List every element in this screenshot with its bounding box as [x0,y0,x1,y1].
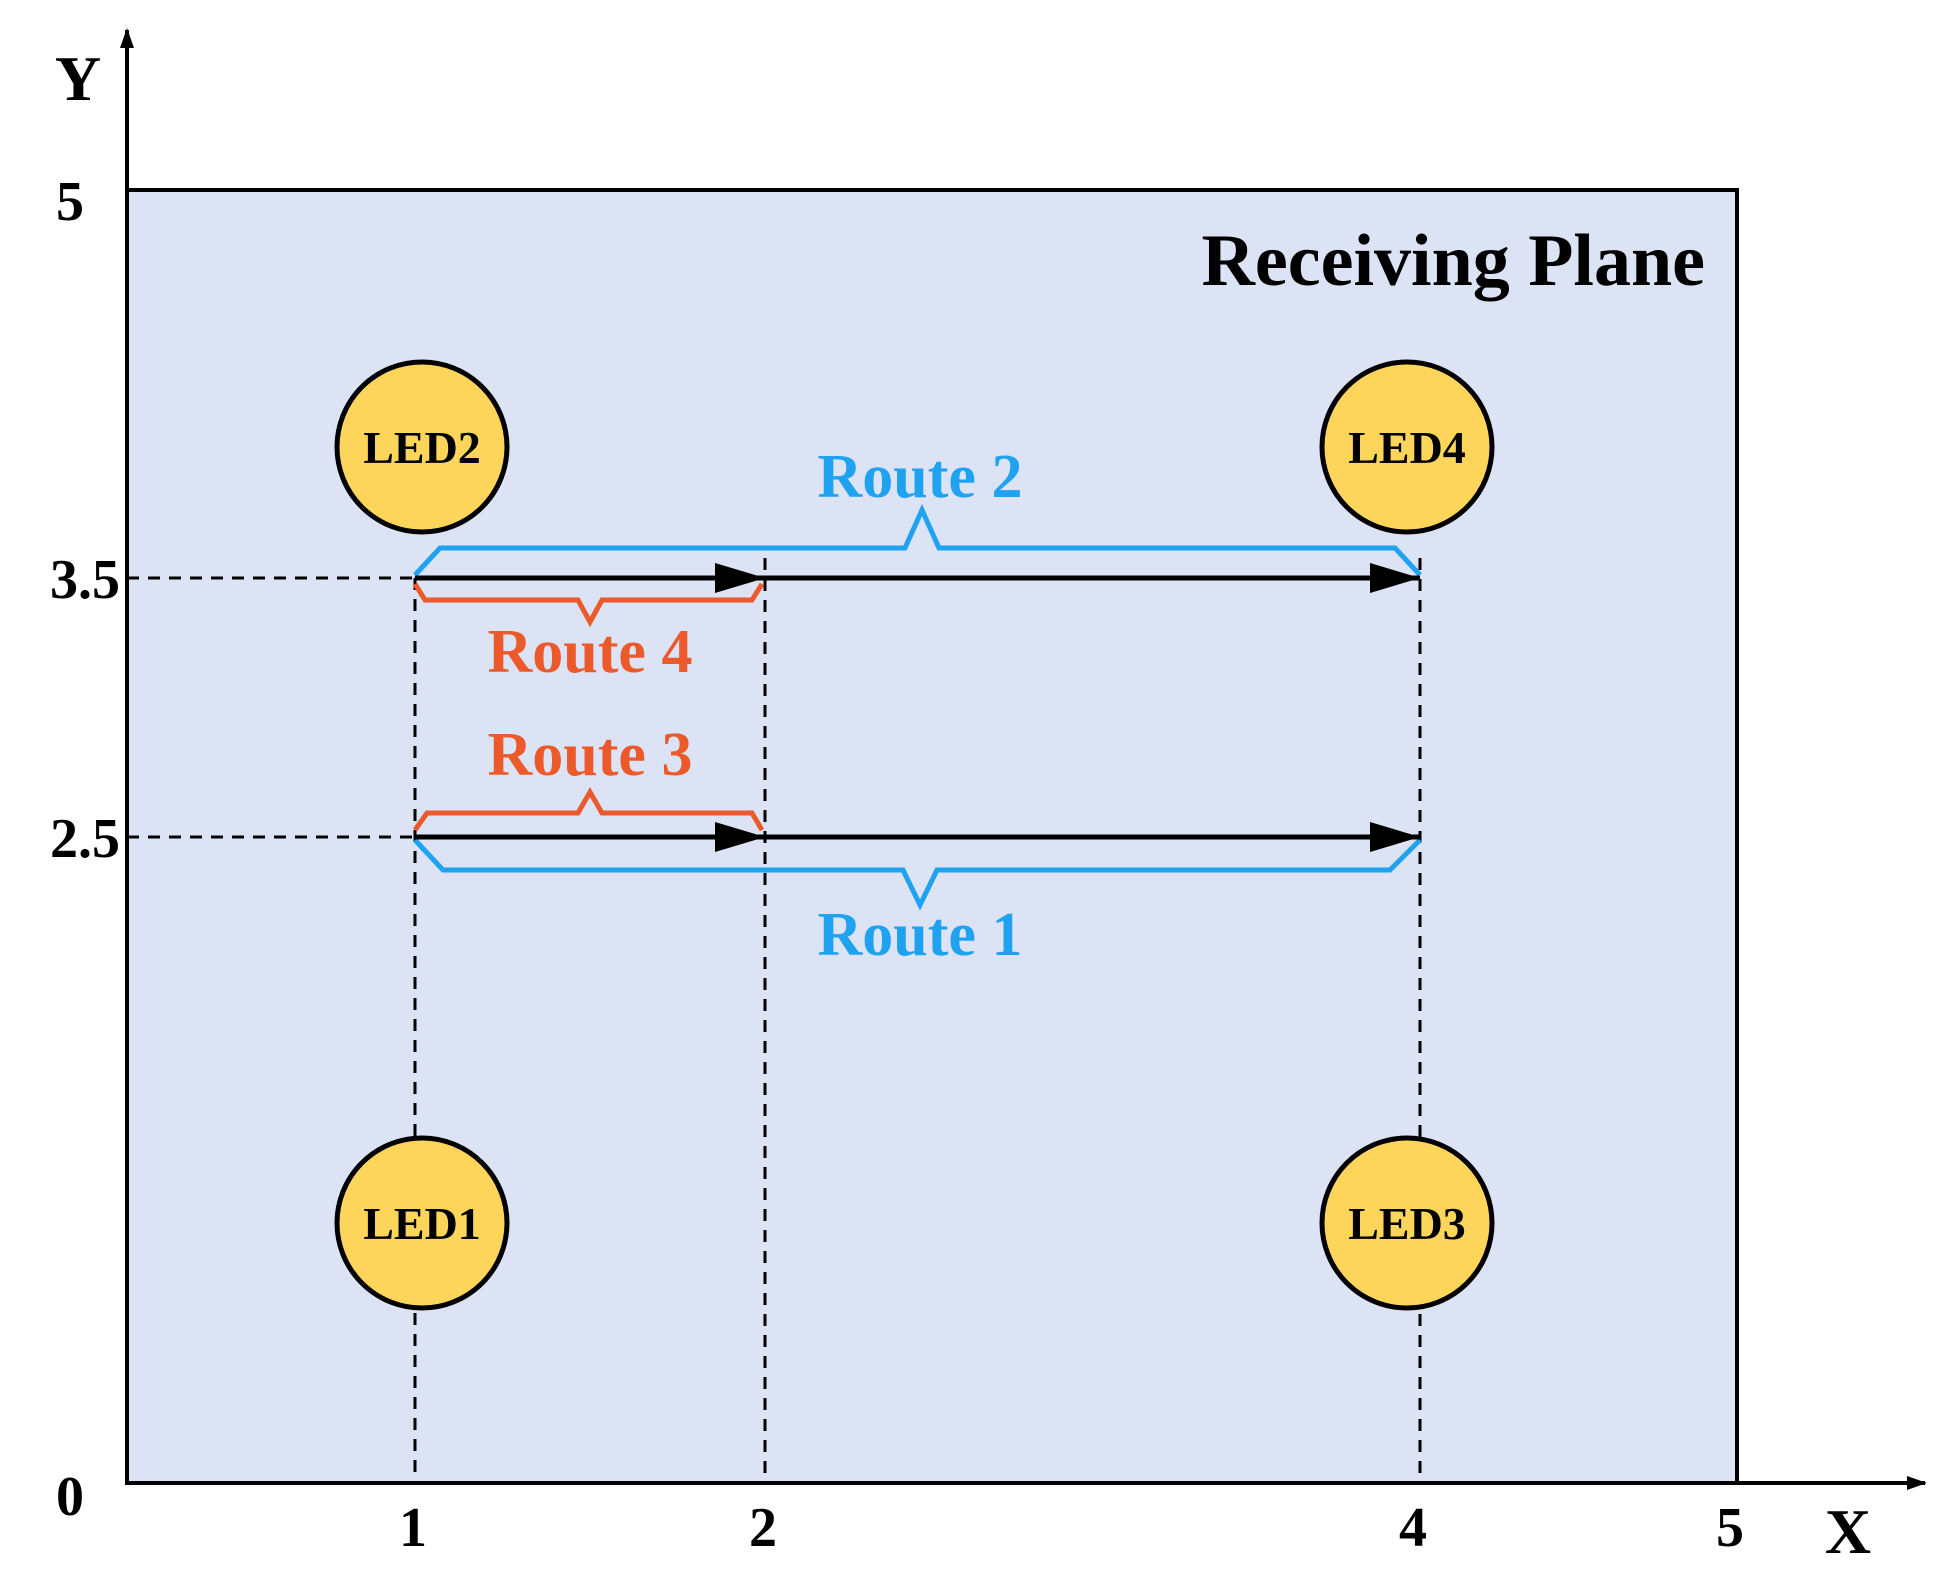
route-2-label: Route 2 [818,443,1023,511]
y-tick-5: 5 [56,171,84,233]
led-3-label: LED3 [1348,1198,1466,1249]
led-1-circle [334,1135,510,1311]
route-4-label: Route 4 [488,618,693,686]
led-1: LED1 [334,1135,510,1311]
route-1-brace [413,838,1422,911]
led-3: LED3 [1319,1135,1495,1311]
led-4: LED4 [1319,359,1495,535]
route-4-brace [412,582,765,628]
route-1-label: Route 1 [818,901,1023,969]
y-tick-2.5: 2.5 [50,808,120,870]
plane-title: Receiving Plane [1201,220,1705,302]
led-2: LED2 [334,359,510,535]
route-arrows [415,563,1420,852]
x-tick-2: 2 [749,1497,777,1559]
led-2-label: LED2 [363,422,481,473]
x-axis-label: X [1825,1496,1871,1567]
y-tick-0: 0 [56,1466,84,1528]
guide-lines [127,558,1422,1483]
led-1-label: LED1 [363,1198,481,1249]
route-2-brace [413,503,1422,577]
x-tick-4: 4 [1399,1497,1427,1559]
y-axis-label: Y [55,43,101,114]
y-tick-3.5: 3.5 [50,549,120,611]
led-4-circle [1319,359,1495,535]
led-3-circle [1319,1135,1495,1311]
led-4-label: LED4 [1348,422,1466,473]
x-tick-5: 5 [1716,1497,1744,1559]
route-3-label: Route 3 [488,721,693,789]
route-3-brace [412,786,765,832]
x-tick-1: 1 [399,1497,427,1559]
led-2-circle [334,359,510,535]
